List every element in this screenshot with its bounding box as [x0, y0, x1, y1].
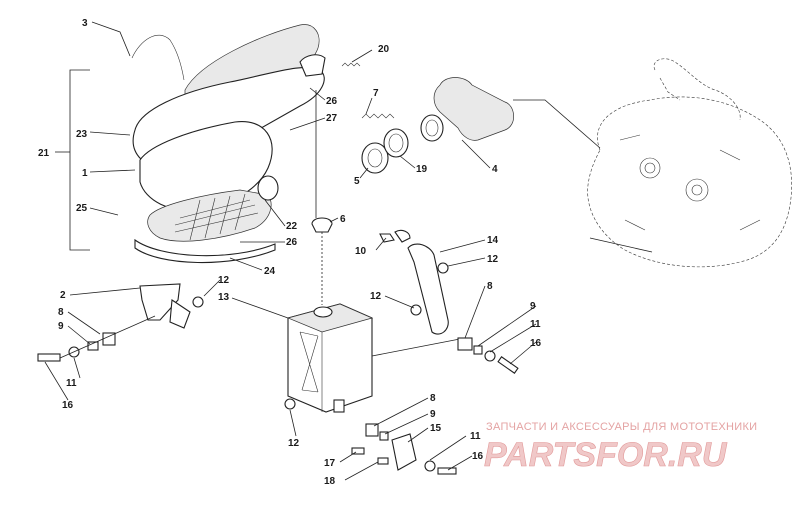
gasket-5 — [361, 142, 389, 174]
cap-6 — [311, 217, 333, 233]
callout-12: 12 — [218, 275, 230, 286]
callout-2: 2 — [60, 290, 66, 301]
callout-19: 19 — [416, 164, 428, 175]
engine-outline — [587, 58, 792, 268]
callout-4: 4 — [492, 164, 498, 175]
callout-11: 11 — [470, 431, 481, 442]
callout-16: 16 — [472, 451, 484, 462]
bolt-16-left — [37, 353, 61, 362]
callout-26: 26 — [326, 96, 338, 107]
watermark: ЗАПЧАСТИ И АКСЕССУАРЫ ДЛЯ МОТОТЕХНИКИ PA… — [484, 421, 757, 474]
callout-18: 18 — [324, 476, 336, 487]
callout-21: 21 — [38, 148, 50, 159]
callout-10: 10 — [355, 246, 367, 257]
callout-14: 14 — [487, 235, 499, 246]
gasket-19 — [383, 128, 409, 158]
callout-9: 9 — [530, 301, 536, 312]
callout-7: 7 — [373, 88, 379, 99]
callout-12: 12 — [370, 291, 382, 302]
callout-22: 22 — [286, 221, 298, 232]
callout-3: 3 — [82, 18, 88, 29]
callout-8: 8 — [487, 281, 493, 292]
muffler-assembly — [132, 24, 326, 264]
strap-3 — [131, 34, 185, 81]
exhaust-manifold — [420, 77, 514, 142]
callout-27: 27 — [326, 113, 338, 124]
callout-26: 26 — [286, 237, 298, 248]
callout-6: 6 — [340, 214, 346, 225]
watermark-brand: PARTSFOR.RU — [484, 436, 728, 474]
callout-23: 23 — [76, 129, 88, 140]
callout-16: 16 — [530, 338, 542, 349]
callout-12: 12 — [288, 438, 300, 449]
spring-7 — [361, 113, 395, 119]
bracket-14 — [407, 243, 449, 335]
callout-8: 8 — [430, 393, 436, 404]
spring-20 — [341, 62, 361, 67]
callout-5: 5 — [354, 176, 360, 187]
callout-12: 12 — [487, 254, 499, 265]
tank-13 — [286, 303, 374, 413]
callout-24: 24 — [264, 266, 276, 277]
callout-leaders — [44, 21, 537, 481]
callout-11: 11 — [66, 378, 77, 389]
callout-15: 15 — [430, 423, 442, 434]
callout-16: 16 — [62, 400, 74, 411]
callout-17: 17 — [324, 458, 336, 469]
callout-8: 8 — [58, 307, 64, 318]
group-bracket-21 — [69, 69, 90, 251]
callout-25: 25 — [76, 203, 88, 214]
callout-1: 1 — [82, 168, 88, 179]
bracket-2 — [139, 283, 181, 321]
callout-9: 9 — [58, 321, 64, 332]
callout-13: 13 — [218, 292, 230, 303]
watermark-tagline: ЗАПЧАСТИ И АКСЕССУАРЫ ДЛЯ МОТОТЕХНИКИ — [486, 421, 757, 433]
callout-labels: 3 20 26 7 27 21 23 1 5 19 4 25 22 6 26 2… — [38, 18, 542, 487]
callout-20: 20 — [378, 44, 390, 55]
callout-11: 11 — [530, 319, 541, 330]
callout-9: 9 — [430, 409, 436, 420]
